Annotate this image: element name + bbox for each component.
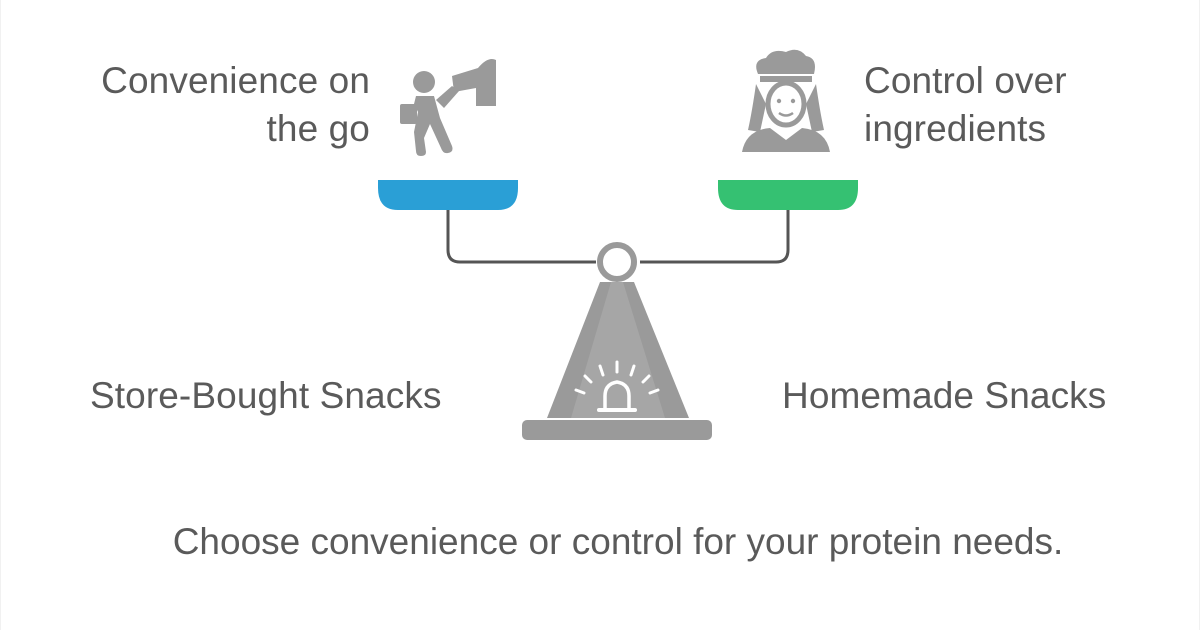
left-hanger-line (446, 208, 596, 264)
right-option-label: Homemade Snacks (782, 375, 1107, 416)
left-pan (378, 180, 518, 210)
person-walking-with-bag-icon (400, 59, 496, 156)
left-benefit-line-2: the go (266, 108, 370, 149)
chef-icon (742, 49, 830, 152)
left-benefit-label: Convenience on the go (86, 57, 370, 153)
left-benefit-line-1: Convenience on (101, 60, 370, 101)
pivot-ring (597, 242, 637, 282)
right-pan (718, 180, 858, 210)
right-benefit-line-1: Control over (864, 60, 1067, 101)
scale-base (522, 420, 712, 440)
diagram-caption: Choose convenience or control for your p… (172, 521, 1064, 562)
left-edge-line (0, 0, 1, 630)
right-benefit-line-2: ingredients (864, 108, 1047, 149)
gauge-indicator-icon (574, 360, 660, 412)
right-benefit-label: Control over ingredients (864, 57, 1164, 153)
left-option-label: Store-Bought Snacks (90, 375, 442, 416)
stand-highlight (571, 282, 665, 418)
right-hanger-line (640, 208, 790, 264)
